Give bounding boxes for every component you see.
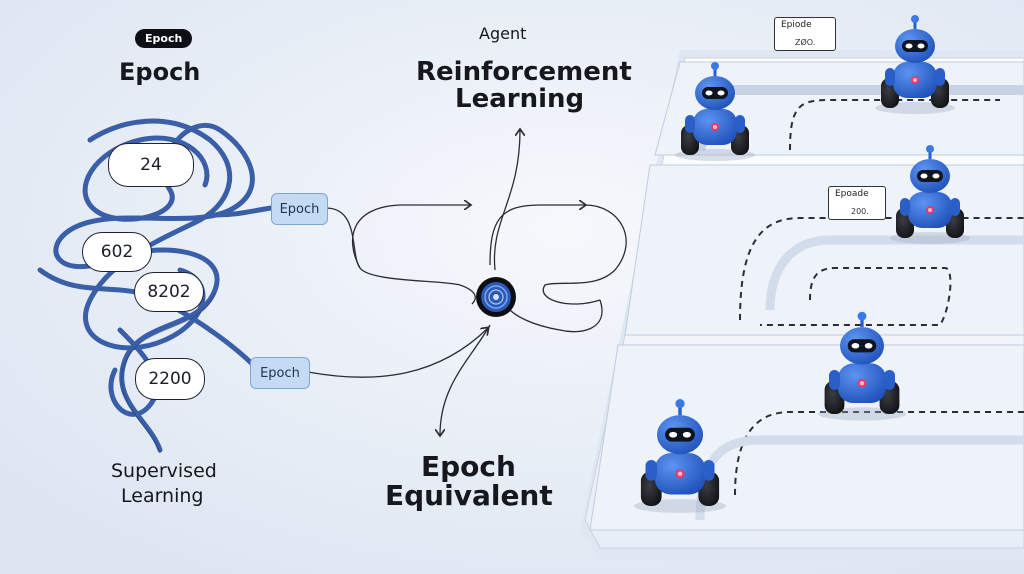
- supervised-caption-line1: Supervised: [111, 460, 217, 482]
- agent-label: Agent: [479, 24, 527, 43]
- rl-title-line2: Learning: [455, 84, 585, 114]
- supervised-rope-shadow: [121, 292, 216, 454]
- flow-lines: [307, 130, 627, 435]
- episode-sign-middle-title: Epoade: [835, 189, 869, 199]
- epoch-equivalent-line1: Epoch: [421, 450, 516, 483]
- robot-icon: [818, 311, 906, 421]
- number-pill-8202: 8202: [134, 272, 204, 312]
- rl-title-line1: Reinforcement: [416, 57, 632, 87]
- episode-sign-middle: Epoade 200.: [828, 186, 886, 220]
- robot-icon: [675, 62, 755, 161]
- epoch-title: Epoch: [119, 58, 201, 86]
- epoch-tag-lower: Epoch: [250, 357, 310, 389]
- number-pill-2200: 2200: [135, 358, 205, 400]
- number-pill-24: 24: [108, 143, 194, 187]
- robot-icon: [875, 15, 955, 114]
- robot-icon: [890, 145, 970, 244]
- episode-sign-middle-value: 200.: [851, 207, 869, 216]
- epoch-tag-upper: Epoch: [271, 193, 328, 225]
- epoch-equivalent-line2: Equivalent: [385, 479, 553, 512]
- number-pill-602: 602: [82, 232, 152, 272]
- episode-sign-top-value: ZØO.: [795, 38, 816, 47]
- episode-sign-top-title: Epiode: [781, 20, 812, 30]
- episode-sign-top: Epiode ZØO.: [774, 17, 836, 51]
- target-icon: [476, 277, 516, 317]
- robot-icon: [634, 399, 726, 513]
- epoch-badge: Epoch: [135, 29, 193, 48]
- supervised-caption-line2: Learning: [121, 485, 204, 507]
